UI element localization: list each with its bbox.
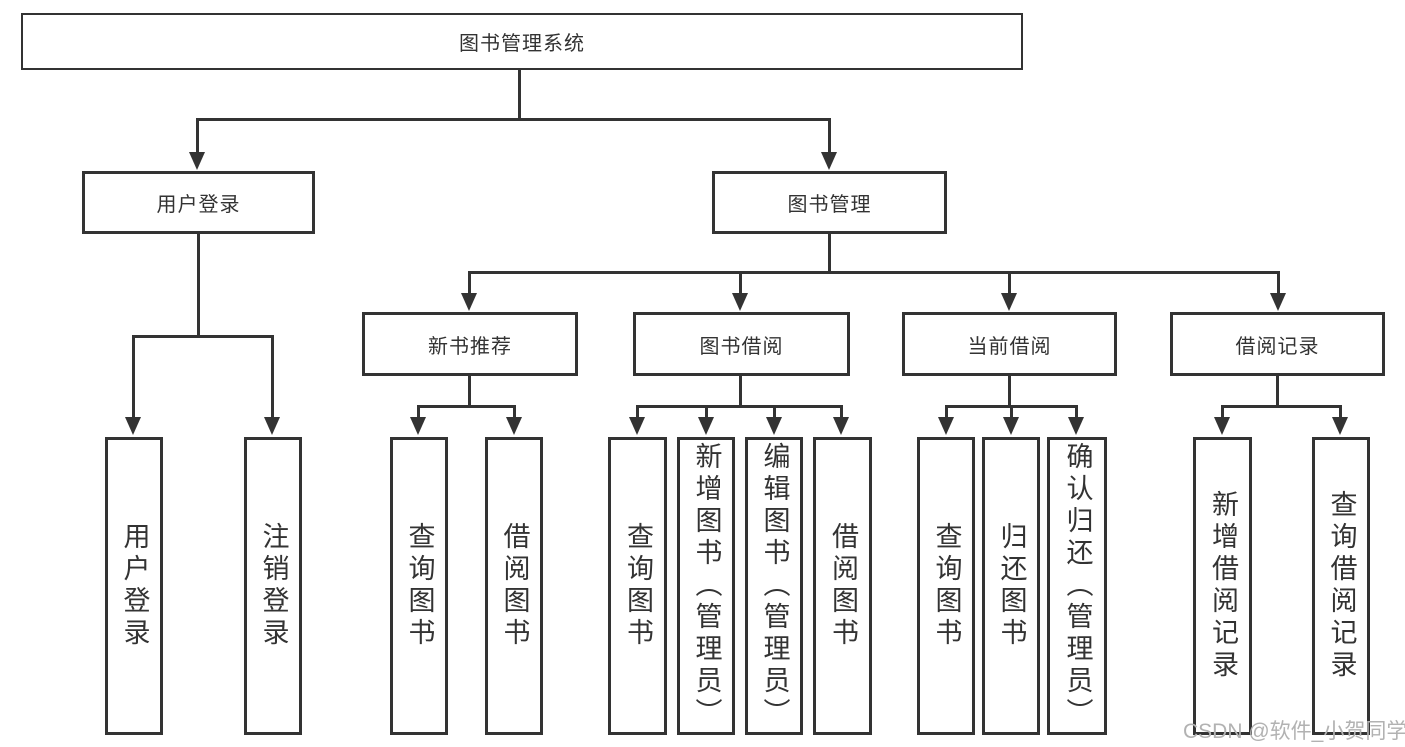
connector-root-hline <box>196 118 831 121</box>
leaf-logout: 注销登录 <box>244 437 302 735</box>
connector-drop-l3 <box>468 271 471 297</box>
arrowhead-icon <box>1001 293 1017 311</box>
connector-drop-book-mgmt <box>828 118 831 156</box>
node-new-book-recommend: 新书推荐 <box>362 312 578 376</box>
connector-bookmgmt-hline <box>468 271 1280 274</box>
arrowhead-icon <box>766 417 782 435</box>
arrowhead-icon <box>189 152 205 170</box>
connector-borrowing-vline <box>739 376 742 408</box>
connector-records-hline <box>1221 405 1342 408</box>
connector-drop-leaf <box>1221 405 1224 421</box>
connector-drop-leaf <box>132 335 135 421</box>
connector-drop-l3 <box>739 271 742 297</box>
arrowhead-icon <box>1270 293 1286 311</box>
connector-drop-leaf <box>840 405 843 421</box>
leaf-query-books: 查询图书 <box>390 437 448 735</box>
connector-userlogin-hline <box>132 335 274 338</box>
arrowhead-icon <box>410 417 426 435</box>
arrowhead-icon <box>125 417 141 435</box>
node-book-management: 图书管理 <box>712 171 947 234</box>
leaf-borrow-books: 借阅图书 <box>485 437 543 735</box>
arrowhead-icon <box>698 417 714 435</box>
connector-userlogin-vline <box>197 234 200 338</box>
connector-drop-leaf <box>417 405 420 421</box>
connector-newrec-hline <box>417 405 516 408</box>
arrowhead-icon <box>264 417 280 435</box>
node-borrowing-records: 借阅记录 <box>1170 312 1385 376</box>
connector-drop-leaf <box>513 405 516 421</box>
arrowhead-icon <box>461 293 477 311</box>
leaf-query-books: 查询图书 <box>917 437 975 735</box>
node-current-borrowing: 当前借阅 <box>902 312 1117 376</box>
connector-drop-leaf <box>636 405 639 421</box>
node-root-system: 图书管理系统 <box>21 13 1023 70</box>
arrowhead-icon <box>1214 417 1230 435</box>
leaf-return-books: 归还图书 <box>982 437 1040 735</box>
arrowhead-icon <box>629 417 645 435</box>
arrowhead-icon <box>1332 417 1348 435</box>
connector-drop-leaf <box>1075 405 1078 421</box>
connector-drop-user-login <box>196 118 199 156</box>
arrowhead-icon <box>1068 417 1084 435</box>
arrowhead-icon <box>938 417 954 435</box>
connector-drop-l3 <box>1008 271 1011 297</box>
connector-root-vline <box>518 68 521 121</box>
leaf-edit-books-admin: 编辑图书（管理员） <box>745 437 803 735</box>
connector-drop-l3 <box>1277 271 1280 297</box>
leaf-user-login: 用户登录 <box>105 437 163 735</box>
leaf-query-books: 查询图书 <box>608 437 667 735</box>
connector-records-vline <box>1276 376 1279 408</box>
arrowhead-icon <box>1003 417 1019 435</box>
connector-drop-leaf <box>1010 405 1013 421</box>
leaf-confirm-return-admin: 确认归还（管理员） <box>1047 437 1107 735</box>
connector-drop-leaf <box>271 335 274 421</box>
connector-drop-leaf <box>773 405 776 421</box>
leaf-borrow-books: 借阅图书 <box>813 437 872 735</box>
connector-current-vline <box>1008 376 1011 408</box>
arrowhead-icon <box>833 417 849 435</box>
arrowhead-icon <box>821 152 837 170</box>
leaf-add-books-admin: 新增图书（管理员） <box>677 437 735 735</box>
node-user-login: 用户登录 <box>82 171 315 234</box>
leaf-add-borrow-record: 新增借阅记录 <box>1193 437 1252 735</box>
node-book-borrowing: 图书借阅 <box>633 312 850 376</box>
connector-newrec-vline <box>468 376 471 408</box>
connector-borrowing-hline <box>636 405 843 408</box>
arrowhead-icon <box>732 293 748 311</box>
connector-bookmgmt-vline <box>828 234 831 274</box>
arrowhead-icon <box>506 417 522 435</box>
connector-drop-leaf <box>1339 405 1342 421</box>
connector-drop-leaf <box>945 405 948 421</box>
csdn-watermark: CSDN @软件_小贺同学 <box>1183 720 1405 743</box>
leaf-query-borrow-record: 查询借阅记录 <box>1312 437 1370 735</box>
connector-drop-leaf <box>705 405 708 421</box>
